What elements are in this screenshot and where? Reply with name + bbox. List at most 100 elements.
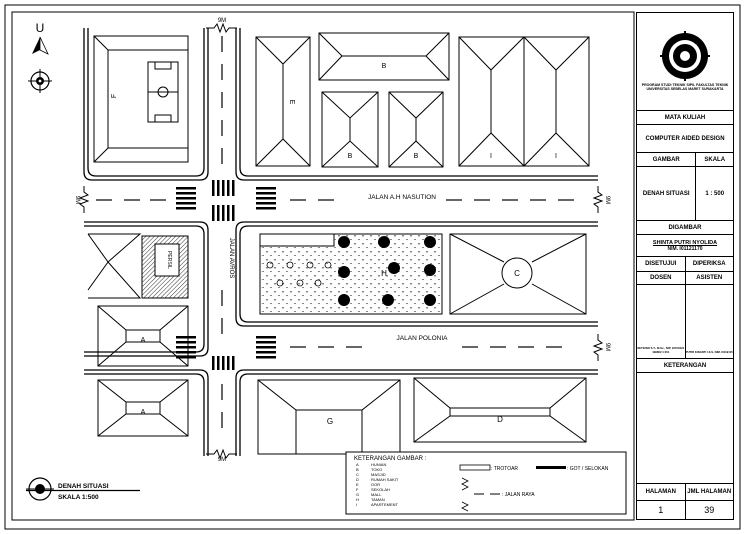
- halaman-label: HALAMAN: [645, 489, 676, 495]
- label-B-left: B: [348, 153, 353, 160]
- block-hospital: [413, 377, 587, 443]
- block-shop-right: [388, 91, 444, 168]
- gambar-header-row: GAMBAR SKALA: [637, 153, 733, 167]
- keterangan-body: [637, 373, 733, 483]
- legend-label: GOR: [371, 482, 380, 487]
- block-house-upper: [97, 305, 189, 367]
- legend-key: H: [356, 497, 359, 502]
- block-park: [259, 233, 443, 315]
- jml-halaman-label: JML HALAMAN: [684, 484, 734, 500]
- label-persil: PERSIL: [166, 251, 172, 269]
- title-block: PROGRAM STUDI TEKNIK SIPIL FAKULTAS TEKN…: [636, 12, 734, 520]
- road-centerlines: [96, 36, 574, 428]
- gambar-header: GAMBAR: [652, 156, 680, 163]
- student-box: SHINTA PUTRI NYOLIDA NIM. I01121170: [637, 235, 733, 257]
- legend-label: RUMAH SAKIT: [371, 477, 399, 482]
- label-B-right: B: [414, 153, 419, 160]
- block-residential-edge: [87, 233, 142, 299]
- institution-box: PROGRAM STUDI TEKNIK SIPIL FAKULTAS TEKN…: [637, 13, 733, 111]
- digambar-label: DIGAMBAR: [637, 221, 733, 235]
- dimension-top: 9M: [218, 18, 226, 24]
- gambar-value: DENAH SITUASI: [642, 190, 690, 197]
- legend-key: A: [356, 462, 359, 467]
- persil-lot: [141, 235, 189, 299]
- disetujui-label: DISETUJUI: [645, 261, 677, 267]
- course-name: COMPUTER AIDED DESIGN: [637, 125, 733, 153]
- label-E: E: [288, 100, 295, 105]
- legend-key: B: [356, 467, 359, 472]
- dosen-name: SETIONO S.T., M.Sc., NIP. 19720424 19980…: [637, 346, 685, 354]
- plan-scale: SKALA 1:500: [58, 494, 99, 501]
- legend-label: HUNIAN: [371, 462, 386, 467]
- diperiksa-label: DIPERIKSA: [684, 257, 734, 271]
- block-school: [93, 35, 189, 163]
- page-number: 1: [658, 505, 664, 515]
- legend-label: APARTEMENT: [371, 502, 399, 507]
- page-value-row: 1 39: [637, 501, 733, 519]
- legend: KETERANGAN GAMBAR : A HUNIAN B TOKO C MASJI…: [345, 451, 627, 515]
- block-shop-left: [321, 91, 379, 168]
- legend-label: TAMAN: [371, 497, 385, 502]
- road-curbs: [83, 28, 598, 456]
- label-A-lower: A: [141, 409, 146, 416]
- dosen-signature: SETIONO S.T., M.Sc., NIP. 19720424 19980…: [637, 285, 685, 358]
- legend-key: I: [356, 502, 357, 507]
- plan-title: DENAH SITUASI: [58, 483, 109, 490]
- label-G: G: [327, 417, 333, 426]
- street-nasution: JALAN A.H NASUTION: [368, 194, 436, 201]
- asisten-label: ASISTEN: [684, 272, 734, 284]
- keterangan-label: KETERANGAN: [637, 359, 733, 373]
- legend-label: TOKO: [371, 467, 382, 472]
- asisten-name: PUTRI KINANTI I.S.S. NIM. I0119115: [685, 350, 733, 354]
- block-gym: [255, 36, 311, 167]
- zebra-crossings: [176, 180, 276, 370]
- label-I-left: I: [490, 153, 492, 160]
- university-logo-icon: [660, 30, 710, 81]
- label-F: F: [111, 94, 118, 98]
- total-pages: 39: [684, 501, 734, 519]
- street-polonia: JALAN POLONIA: [397, 335, 449, 342]
- signature-row: SETIONO S.T., M.Sc., NIP. 19720424 19980…: [637, 285, 733, 359]
- break-lines: [78, 22, 604, 460]
- street-avros: JALAN AVROS: [228, 238, 234, 279]
- trotoar-symbol: [459, 464, 491, 471]
- skala-value: 1 : 500: [695, 167, 733, 220]
- dosen-label: DOSEN: [650, 275, 672, 281]
- legend-got: : GOT / SELOKAN: [567, 466, 609, 472]
- page-header-row: HALAMAN JML HALAMAN: [637, 483, 733, 501]
- block-shop-top: [318, 32, 450, 81]
- legend-label: MALL: [371, 492, 382, 497]
- block-mall: [257, 379, 401, 455]
- sheet-border: [4, 4, 741, 530]
- legend-key: C: [356, 472, 359, 477]
- dimension-bottom: 9M: [218, 457, 226, 463]
- gambar-row: DENAH SITUASI 1 : 500: [637, 167, 733, 221]
- legend-label: MASJID: [371, 472, 386, 477]
- legend-key: E: [356, 482, 359, 487]
- mata-kuliah-label: MATA KULIAH: [637, 111, 733, 125]
- dimension-right-top: 9M: [604, 196, 610, 204]
- drawing-border: [11, 11, 635, 521]
- legend-jalan: : JALAN RAYA: [502, 492, 535, 498]
- block-apartment: [458, 36, 590, 167]
- plan-title-symbol: [26, 477, 140, 501]
- legend-title: KETERANGAN GAMBAR :: [354, 456, 427, 462]
- got-symbol: [536, 466, 566, 469]
- block-house-lower: [97, 379, 189, 437]
- label-C: C: [514, 269, 520, 278]
- legend-key: G: [356, 492, 359, 497]
- approval-header-row: DISETUJUI DIPERIKSA: [637, 257, 733, 271]
- north-arrow: U: [28, 21, 52, 93]
- north-label: U: [36, 21, 45, 35]
- dimension-right-bottom: 9M: [604, 343, 610, 351]
- skala-header: SKALA: [695, 153, 733, 166]
- legend-key: D: [356, 477, 359, 482]
- legend-trotoar: : TROTOAR: [491, 466, 518, 472]
- jalan-break-symbol: [461, 477, 469, 512]
- legend-key: F: [356, 487, 359, 492]
- label-I-right: I: [555, 153, 557, 160]
- student-name: SHINTA PUTRI NYOLIDA: [652, 239, 718, 246]
- legend-label: SEKOLAH: [371, 487, 390, 492]
- block-mosque: [449, 233, 587, 315]
